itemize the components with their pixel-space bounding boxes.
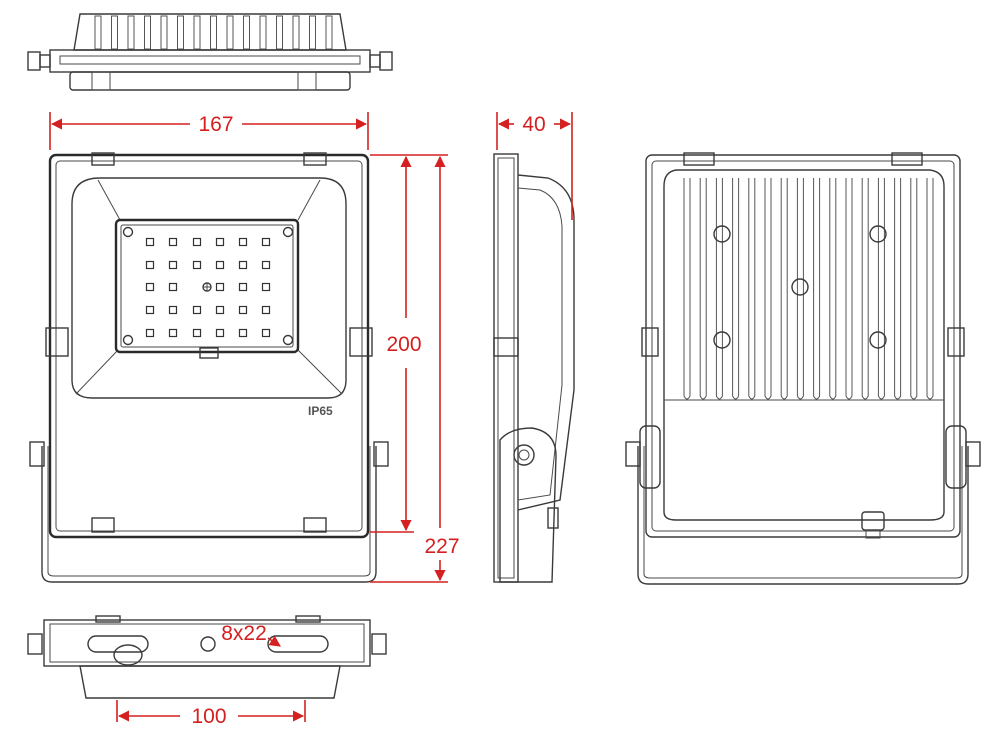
led-chip (168, 260, 178, 270)
led-chip (238, 260, 248, 270)
fin (780, 178, 788, 400)
dimension-width-front: 167 (49, 112, 369, 150)
fin (292, 15, 300, 50)
fin (127, 15, 135, 50)
dimension-slot: 8x22 (221, 622, 281, 647)
led-chip (238, 282, 248, 292)
fin (683, 178, 691, 400)
fin (226, 15, 234, 50)
led-chip (238, 305, 248, 315)
led-chip (145, 305, 155, 315)
bracket-spacing-label: 100 (191, 705, 226, 728)
fin (94, 15, 102, 50)
fin (111, 15, 118, 50)
led-chip (261, 328, 271, 338)
led-chip (261, 305, 271, 315)
rear-view (625, 152, 981, 585)
fin (877, 178, 885, 400)
fin (829, 178, 837, 400)
led-array (145, 237, 271, 338)
led-chip (261, 260, 271, 270)
fin (276, 15, 283, 50)
mounting-slot-left (87, 635, 149, 653)
fin (926, 178, 934, 400)
width-label: 167 (198, 113, 233, 136)
led-chip (215, 328, 225, 338)
led-chip (168, 305, 178, 315)
led-chip (192, 328, 202, 338)
fin (210, 15, 217, 50)
ip-rating-label: IP65 (308, 404, 333, 418)
led-chip (238, 237, 248, 247)
fin (699, 178, 707, 400)
led-chip (215, 260, 225, 270)
fin (715, 178, 723, 400)
led-chip (145, 237, 155, 247)
dimension-bracket-spacing: 100 (116, 700, 306, 728)
fin (309, 15, 316, 50)
fin (861, 178, 869, 400)
dimension-depth: 40 (496, 112, 573, 220)
led-chip (168, 328, 178, 338)
led-chip (215, 305, 225, 315)
fin (813, 178, 821, 400)
led-chip (261, 237, 271, 247)
depth-label: 40 (522, 113, 545, 136)
fin (177, 15, 184, 50)
fin (764, 178, 772, 400)
fin (748, 178, 756, 400)
led-chip (145, 260, 155, 270)
led-chip (145, 282, 155, 292)
fin (894, 178, 902, 400)
led-chip (192, 237, 202, 247)
total-height-label: 227 (424, 535, 459, 558)
mounting-slot-right (267, 635, 329, 653)
fin (144, 15, 151, 50)
fin (796, 178, 804, 400)
top-view (27, 13, 393, 91)
top-view-heatsink-fins (94, 15, 333, 50)
dimension-height-body: 200 (370, 154, 422, 533)
fin (845, 178, 853, 400)
side-view (493, 153, 575, 583)
led-chip (215, 237, 225, 247)
slot-size-label: 8x22 (221, 622, 267, 645)
front-view: IP65 (29, 152, 389, 583)
fin (193, 15, 201, 50)
fin (325, 15, 333, 50)
dimension-height-total: 227 (370, 154, 460, 583)
fin (243, 15, 250, 50)
fin (910, 178, 918, 400)
led-chip (238, 328, 248, 338)
bottom-view (27, 615, 387, 699)
led-chip (215, 282, 225, 292)
height-label: 200 (386, 333, 421, 356)
fin (732, 178, 740, 400)
rear-heatsink-fins (683, 178, 934, 400)
led-chip (145, 328, 155, 338)
led-chip (261, 282, 271, 292)
led-chip (168, 237, 178, 247)
led-chip (192, 305, 202, 315)
fin (259, 15, 267, 50)
fin (160, 15, 168, 50)
led-chip (192, 260, 202, 270)
led-chip (168, 282, 178, 292)
